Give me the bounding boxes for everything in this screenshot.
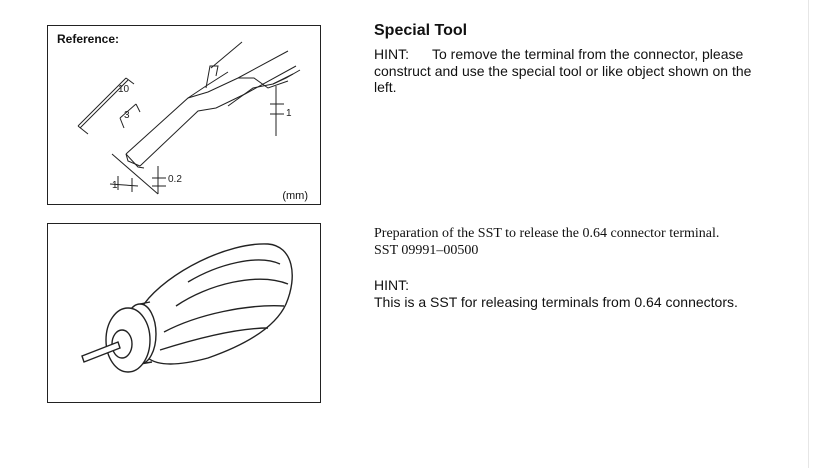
reference-label: Reference: xyxy=(57,32,120,46)
sst-hint-text: This is a SST for releasing terminals fr… xyxy=(374,294,738,310)
reference-figure: Reference: xyxy=(47,25,321,205)
dim-1-right: 1 xyxy=(286,108,292,119)
dim-10: 10 xyxy=(118,84,130,95)
dim-0-2: 0.2 xyxy=(168,174,182,185)
tool-dimension-drawing: 10 3 1 0.2 1 xyxy=(77,41,301,195)
page-edge xyxy=(808,0,809,468)
sst-hint-label: HINT: xyxy=(374,277,409,293)
dim-3: 3 xyxy=(124,110,130,121)
dim-1-bottom: 1 xyxy=(112,180,118,191)
sst-figure xyxy=(47,223,321,403)
sst-hint: HINT: This is a SST for releasing termin… xyxy=(374,277,794,311)
hint-text: To remove the terminal from the connecto… xyxy=(374,46,752,95)
sst-preparation: Preparation of the SST to release the 0.… xyxy=(374,225,794,259)
special-tool-title: Special Tool xyxy=(374,22,468,39)
sst-number: SST 09991–00500 xyxy=(374,243,479,258)
special-tool-hint: HINT:To remove the terminal from the con… xyxy=(374,46,774,96)
hint-label: HINT: xyxy=(374,46,409,62)
sst-tool-illustration xyxy=(81,243,293,373)
unit-label: (mm) xyxy=(282,190,308,202)
sst-preparation-line: Preparation of the SST to release the 0.… xyxy=(374,226,720,241)
